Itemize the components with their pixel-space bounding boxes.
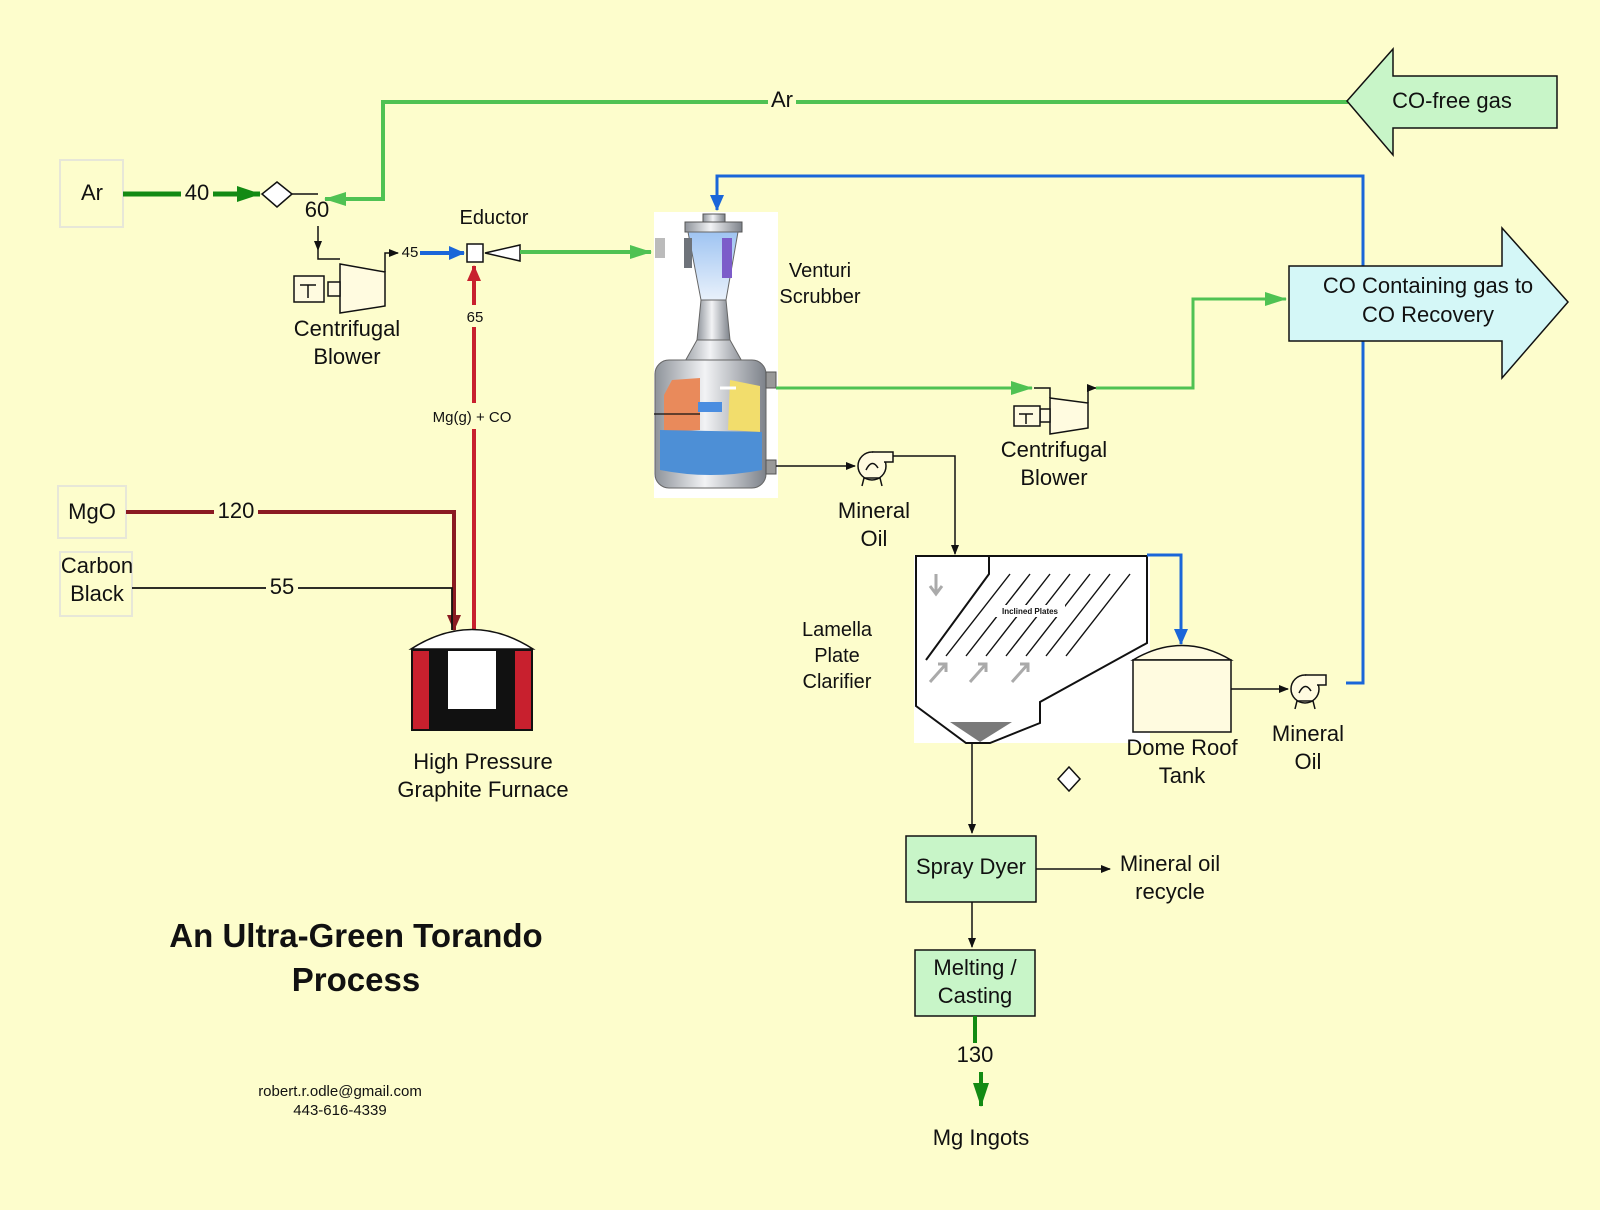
stream-65-label: 65 (467, 309, 484, 326)
inclined-plates-label: Inclined Plates (1002, 607, 1059, 616)
tank-label-1: Dome Roof (1126, 735, 1238, 760)
blower-1-label-1: Centrifugal (294, 316, 400, 341)
mgo-source-label: MgO (68, 499, 116, 524)
venturi-scrubber: Venturi Scrubber (654, 212, 861, 498)
co-gas-line (1096, 292, 1287, 390)
co-free-gas-arrow: CO-free gas (1346, 47, 1558, 158)
carbon-black-source: Carbon Black (59, 551, 133, 617)
clarifier-label-3: Clarifier (803, 671, 872, 693)
centrifugal-blower-2: Centrifugal Blower (1001, 384, 1107, 490)
mgo-source: MgO (57, 485, 127, 539)
blower-1-label-2: Blower (313, 344, 380, 369)
dome-roof-tank: Dome Roof Tank (1126, 644, 1239, 788)
lamella-clarifier: Inclined Plates Lamella Plate Clarifier (802, 555, 1150, 744)
clarifier-label-1: Lamella (802, 619, 873, 641)
stream-55-label: 55 (270, 574, 294, 599)
mineral-oil-pump-1: Mineral Oil (838, 451, 910, 551)
argon-source-label: Ar (81, 180, 103, 205)
argon-recycle-label: Ar (771, 87, 793, 112)
stream-45-label: 45 (402, 244, 419, 261)
pump-1-label-1: Mineral (838, 498, 910, 523)
tank-label-2: Tank (1159, 763, 1206, 788)
page-title-line-2: Process (292, 961, 420, 998)
mixing-diamond-icon (260, 181, 294, 208)
blower-2-label-1: Centrifugal (1001, 437, 1107, 462)
melting-label-2: Casting (938, 983, 1013, 1008)
recycle-label-1: Mineral oil (1120, 851, 1220, 876)
pump-1-outlet-line (893, 455, 959, 555)
oil-return-line (710, 174, 1365, 685)
contact-phone: 443-616-4339 (293, 1102, 386, 1119)
stream-40-label: 40 (185, 180, 209, 205)
spray-dyer: Spray Dyer (905, 835, 1037, 903)
graphite-furnace: High Pressure Graphite Furnace (397, 628, 569, 802)
stream-120-line (126, 510, 461, 631)
mg-ingots-label: Mg Ingots (933, 1125, 1030, 1150)
stream-55-line (132, 587, 453, 630)
spray-dyer-label: Spray Dyer (916, 854, 1026, 879)
venturi-label-1: Venturi (789, 260, 851, 282)
pump-2-label-1: Mineral (1272, 721, 1344, 746)
argon-source: Ar (59, 159, 124, 228)
furnace-label-2: Graphite Furnace (397, 777, 568, 802)
melting-casting: Melting / Casting (914, 949, 1036, 1017)
co-free-gas-label: CO-free gas (1392, 88, 1512, 113)
small-diamond-icon (1056, 765, 1082, 793)
page-title-line-1: An Ultra-Green Torando (169, 917, 542, 954)
furnace-label-1: High Pressure (413, 749, 552, 774)
blower-2-label-2: Blower (1020, 465, 1087, 490)
centrifugal-blower-1: Centrifugal Blower (293, 249, 400, 369)
contact-email: robert.r.odle@gmail.com (258, 1083, 422, 1100)
clarifier-overflow-line (1147, 553, 1188, 645)
eductor-label: Eductor (460, 207, 529, 229)
eductor: Eductor (460, 207, 652, 263)
pump-2-label-2: Oil (1295, 749, 1322, 774)
melting-label-1: Melting / (933, 955, 1017, 980)
co-recovery-label-1: CO Containing gas to (1323, 273, 1533, 298)
co-recovery-label-2: CO Recovery (1362, 302, 1494, 327)
clarifier-label-2: Plate (814, 645, 860, 667)
carbon-black-label-2: Black (70, 581, 125, 606)
mg-co-label: Mg(g) + CO (433, 409, 512, 426)
mineral-oil-pump-2: Mineral Oil (1272, 674, 1344, 774)
stream-130-label: 130 (957, 1042, 994, 1067)
carbon-black-label-1: Carbon (61, 553, 133, 578)
stream-120-label: 120 (218, 498, 255, 523)
recycle-label-2: recycle (1135, 879, 1205, 904)
co-recovery-arrow: CO Containing gas to CO Recovery (1288, 226, 1569, 381)
venturi-label-2: Scrubber (779, 286, 860, 308)
argon-recycle-line (324, 100, 1348, 206)
pump-1-label-2: Oil (861, 526, 888, 551)
